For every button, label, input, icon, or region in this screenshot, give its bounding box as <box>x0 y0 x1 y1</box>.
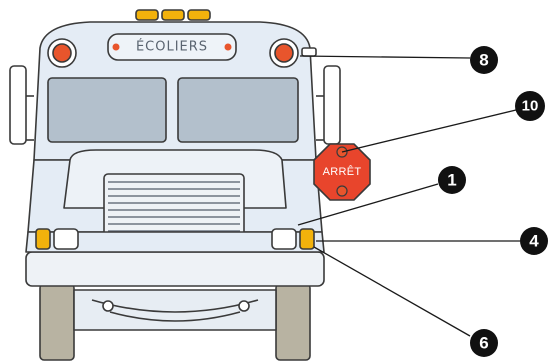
svg-text:10: 10 <box>522 98 539 115</box>
stop-sign-arm: ARRÊT <box>314 144 370 200</box>
svg-text:8: 8 <box>479 51 488 70</box>
leader-line-8 <box>300 56 470 58</box>
left-amber-signal <box>36 229 50 249</box>
svg-text:4: 4 <box>529 232 539 251</box>
stop-sign-lamp-bottom <box>337 186 347 196</box>
roof-light <box>162 10 184 20</box>
roof-sign: ÉCOLIERS <box>108 34 236 60</box>
right-windshield-pane <box>178 78 298 142</box>
right-mirror <box>324 66 340 144</box>
roof-light <box>136 10 158 20</box>
callout-8: 8 <box>470 46 498 74</box>
svg-text:6: 6 <box>479 334 488 353</box>
left-headlight <box>54 229 78 249</box>
right-tire <box>276 284 310 360</box>
callout-6: 6 <box>470 329 498 357</box>
svg-text:1: 1 <box>447 171 456 190</box>
undercarriage <box>74 290 276 330</box>
roof-sign-text: ÉCOLIERS <box>136 39 208 55</box>
roof-light <box>188 10 210 20</box>
roof-marker-lights <box>136 10 210 20</box>
front-bumper <box>26 252 324 286</box>
leader-line-6 <box>314 247 470 336</box>
callout-markers: 8 10 1 4 6 <box>438 46 548 357</box>
right-headlight <box>272 229 296 249</box>
callout-4: 4 <box>520 227 548 255</box>
stop-sign-text: ARRÊT <box>323 165 362 178</box>
left-mirror <box>10 66 26 144</box>
callout-10: 10 <box>515 91 545 121</box>
callout-1: 1 <box>438 166 466 194</box>
grille <box>104 174 244 236</box>
left-tire <box>40 284 74 360</box>
leader-line-10 <box>342 110 516 152</box>
right-amber-signal <box>300 229 314 249</box>
left-windshield-pane <box>48 78 166 142</box>
